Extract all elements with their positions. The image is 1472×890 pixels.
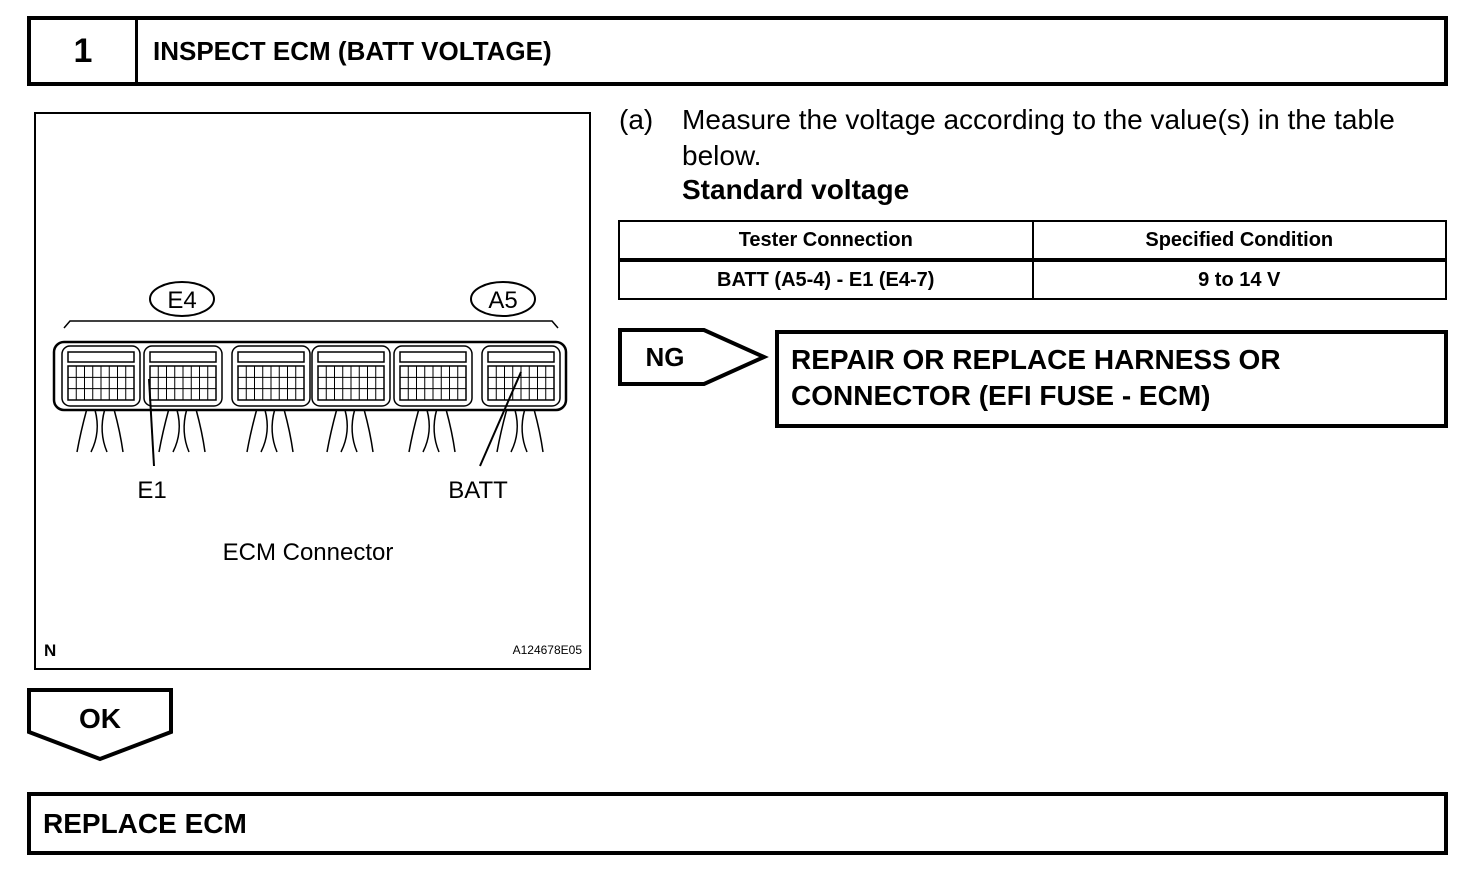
wire-line [521,409,528,453]
wire-line [445,409,456,453]
standard-voltage-table: Tester Connection Specified Condition BA… [618,220,1447,300]
connector-latch [237,351,305,363]
wire-line [113,409,124,453]
instruction-marker: (a) [619,104,654,135]
connector-block [61,345,141,407]
wire-line [351,409,358,453]
terminal-label-e1: E1 [137,477,166,504]
e4-bracket [63,320,307,329]
wire-line [260,409,268,453]
a5-label-oval [470,281,536,317]
column-header-specified-condition: Specified Condition [1031,220,1447,262]
wire-line [172,409,180,453]
connector-block [393,345,473,407]
column-header-tester-connection: Tester Connection [618,220,1034,262]
connector-latch [67,351,135,363]
wire-line [326,409,338,453]
connector-latch [149,351,217,363]
ok-arrow: OK [27,688,175,767]
wire-line [496,409,508,453]
e1-leader-line [148,378,155,467]
wire-line [101,409,108,453]
table-row: BATT (A5-4) - E1 (E4-7) 9 to 14 V [618,259,1447,300]
ng-label: NG [646,342,685,372]
figure-caption: ECM Connector [223,539,394,566]
connector-latch [487,351,555,363]
wire-line [510,409,518,453]
cell-tester-connection: BATT (A5-4) - E1 (E4-7) [618,259,1034,300]
ok-label: OK [79,703,121,734]
ok-result-box: REPLACE ECM [27,792,1448,855]
wire-line [533,409,544,453]
step-header: 1 INSPECT ECM (BATT VOLTAGE) [27,16,1448,86]
standard-voltage-heading: Standard voltage [682,174,910,205]
ng-arrow-shape: NG [618,328,769,386]
ecm-connector-figure: E4 A5 E1 BATT ECM Connector N A124678E05 [34,112,591,670]
connector-block [311,345,391,407]
connector-block [481,345,561,407]
ecm-connector-diagram: E4 A5 E1 BATT ECM Connector N A124678E05 [44,281,583,660]
figure-id: A124678E05 [513,643,583,657]
wire-line [195,409,206,453]
wire-line [158,409,170,453]
e4-label-oval [149,281,215,317]
wire-line [271,409,278,453]
batt-leader-line [479,371,522,467]
connector-label-e4: E4 [167,287,196,314]
wire-line [363,409,374,453]
connector-label-a5: A5 [488,287,517,314]
connector-block [143,345,223,407]
terminal-label-batt: BATT [448,477,508,504]
a5-bracket [307,320,559,329]
wire-line [408,409,420,453]
cell-specified-condition: 9 to 14 V [1031,259,1447,300]
wire-line [183,409,190,453]
table-header-row: Tester Connection Specified Condition [618,220,1447,262]
wire-line [246,409,258,453]
instruction-text: Measure the voltage according to the val… [682,104,1395,171]
wire-line [283,409,294,453]
step-title: INSPECT ECM (BATT VOLTAGE) [153,35,552,66]
wire-line [76,409,88,453]
connector-latch [317,351,385,363]
ok-arrow-shape: OK [27,688,173,762]
wire-line [340,409,348,453]
connector-latch [399,351,467,363]
wire-line [433,409,440,453]
ng-result-box: REPAIR OR REPLACE HARNESS OR CONNECTOR (… [775,330,1448,428]
wire-line [90,409,98,453]
wire-line [422,409,430,453]
connector-block [231,345,311,407]
connector-housing [52,340,568,412]
step-number: 1 [31,20,138,82]
ng-arrow: NG [618,328,770,393]
corner-mark: N [44,641,56,660]
